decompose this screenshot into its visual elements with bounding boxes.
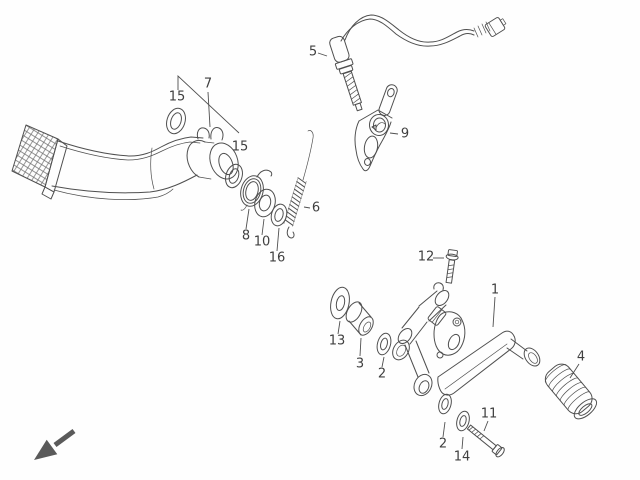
switch-cable xyxy=(344,14,475,43)
brake-light-switch-5 xyxy=(329,14,507,112)
bushing-3 xyxy=(345,301,374,336)
part-callout-14: 14 xyxy=(453,449,471,465)
oring-15-right xyxy=(225,163,243,189)
oring-15-left xyxy=(166,107,186,135)
part-callout-2: 2 xyxy=(377,366,387,382)
part-callout-15: 15 xyxy=(168,89,186,105)
part-callout-1: 1 xyxy=(490,282,500,298)
washer-2-lower xyxy=(438,393,452,415)
brake-pedal-pad xyxy=(11,124,59,188)
part-callout-6: 6 xyxy=(311,200,321,216)
brake-pedal-drawing xyxy=(11,124,239,200)
part-callout-8: 8 xyxy=(241,228,251,244)
part-callout-16: 16 xyxy=(268,250,286,266)
part-callout-13: 13 xyxy=(328,333,346,349)
shift-pedal-arm-1 xyxy=(437,330,541,396)
bolt-12 xyxy=(445,249,459,284)
washer-2-upper xyxy=(376,332,392,356)
cable-boot xyxy=(473,21,491,38)
return-spring-6 xyxy=(283,130,314,239)
part-callout-7: 7 xyxy=(203,76,213,92)
part-callout-12: 12 xyxy=(417,249,435,265)
bolt-11 xyxy=(466,424,505,458)
part-callout-11: 11 xyxy=(480,406,498,422)
washer-13 xyxy=(330,286,350,320)
footpeg-rubber-4 xyxy=(544,363,598,420)
coil-seal-8 xyxy=(240,169,273,211)
part-callout-9: 9 xyxy=(400,126,410,142)
leader-lines xyxy=(177,52,580,450)
oring-16 xyxy=(270,203,288,227)
part-callout-4: 4 xyxy=(576,349,586,365)
direction-arrow-icon xyxy=(34,428,76,460)
part-callout-15: 15 xyxy=(231,139,249,155)
switch-bracket-9 xyxy=(354,84,398,172)
shift-clamp-mechanism xyxy=(392,282,466,397)
cable-connector xyxy=(484,17,507,37)
part-callout-2: 2 xyxy=(438,436,448,452)
gearshift-assembly-drawing xyxy=(330,249,598,458)
part-callout-3: 3 xyxy=(355,356,365,372)
part-callout-10: 10 xyxy=(253,234,271,250)
part-callout-5: 5 xyxy=(308,44,318,60)
washer-14 xyxy=(456,410,470,432)
washer-10 xyxy=(254,188,276,218)
